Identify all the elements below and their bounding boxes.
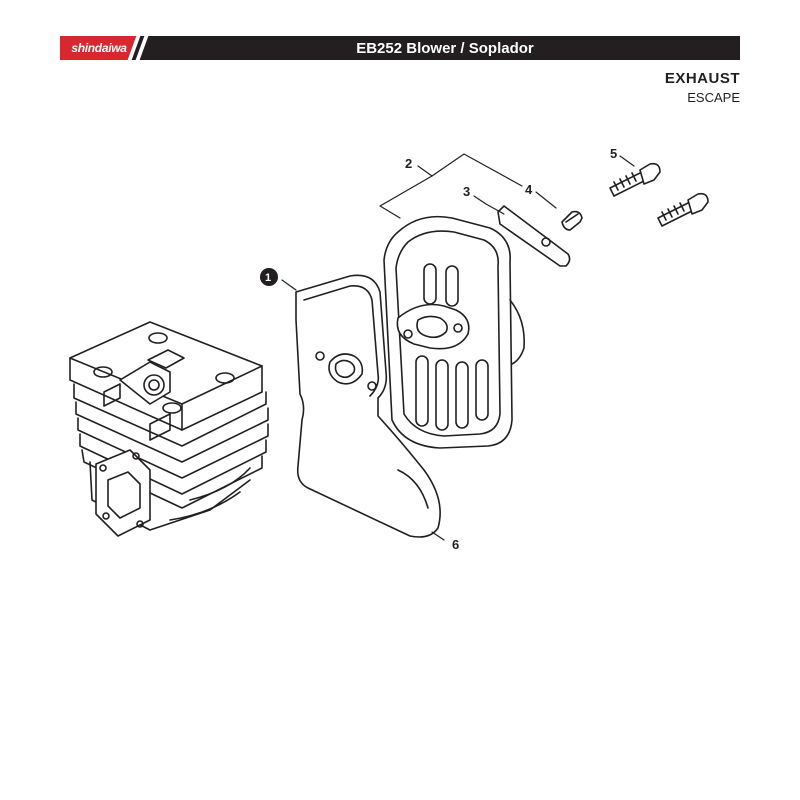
callout-6: 6 bbox=[452, 537, 459, 552]
leader-lines bbox=[281, 153, 635, 541]
muffler-part bbox=[383, 215, 526, 449]
brand-name: shindaiwa bbox=[71, 41, 127, 55]
brand-logo: shindaiwa bbox=[60, 36, 138, 60]
cylinder-part bbox=[69, 321, 269, 537]
bolt-part-lower bbox=[657, 192, 709, 227]
callout-3: 3 bbox=[463, 184, 470, 199]
section-subtitle: ESCAPE bbox=[687, 90, 740, 105]
page-title: EB252 Blower / Soplador bbox=[356, 39, 534, 57]
section-title: EXHAUST bbox=[664, 70, 740, 87]
callout-1-marker bbox=[260, 268, 278, 286]
callout-5: 5 bbox=[610, 146, 617, 161]
callout-2: 2 bbox=[405, 156, 412, 171]
bolt-part-upper bbox=[609, 162, 661, 197]
header-bar bbox=[60, 36, 740, 60]
small-screw-part bbox=[561, 210, 583, 231]
callout-1: 1 bbox=[265, 272, 271, 284]
bracket-part bbox=[497, 205, 571, 267]
callout-4: 4 bbox=[525, 182, 533, 197]
heat-shield-part bbox=[295, 274, 441, 538]
